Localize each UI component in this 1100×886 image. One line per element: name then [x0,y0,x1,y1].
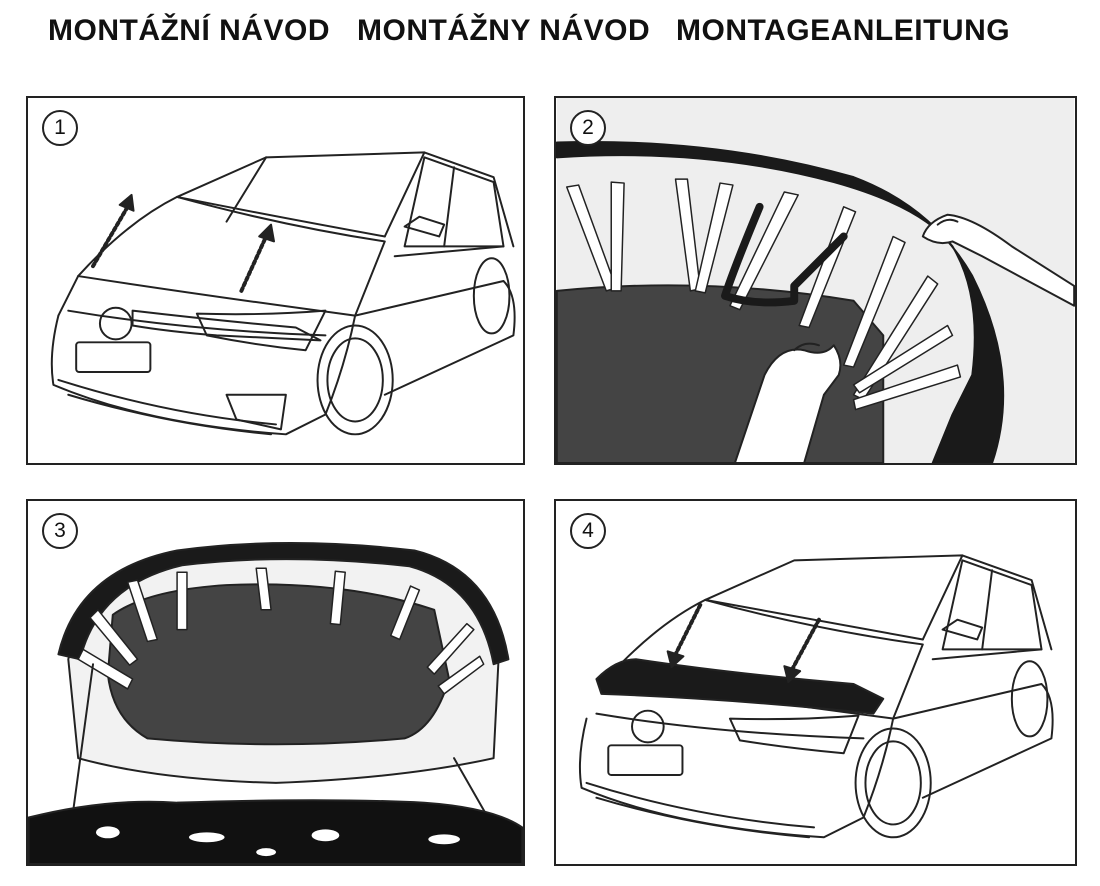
step-1-panel: 1 [26,96,525,465]
step-3-panel: 3 [26,499,525,866]
hand-attaching-cover-clips-icon [556,98,1075,463]
instructions-header: MONTÁŽNÍ NÁVOD MONTÁŽNY NÁVOD MONTAGEANL… [0,14,1100,58]
hood-underside-with-strap-clips-icon [28,542,523,864]
title-czech: MONTÁŽNÍ NÁVOD [48,14,330,47]
step-1-number: 1 [42,110,78,146]
step-3-number: 3 [42,513,78,549]
car-with-raised-hood-arrows-icon [50,151,516,436]
title-german: MONTAGEANLEITUNG [676,14,1011,47]
step-4-panel: 4 [554,499,1077,866]
step-2-panel: 2 [554,96,1077,465]
car-with-hood-bra-installed-icon [578,554,1054,839]
step-2-number: 2 [570,110,606,146]
step-4-number: 4 [570,513,606,549]
title-slovak: MONTÁŽNY NÁVOD [357,14,651,47]
